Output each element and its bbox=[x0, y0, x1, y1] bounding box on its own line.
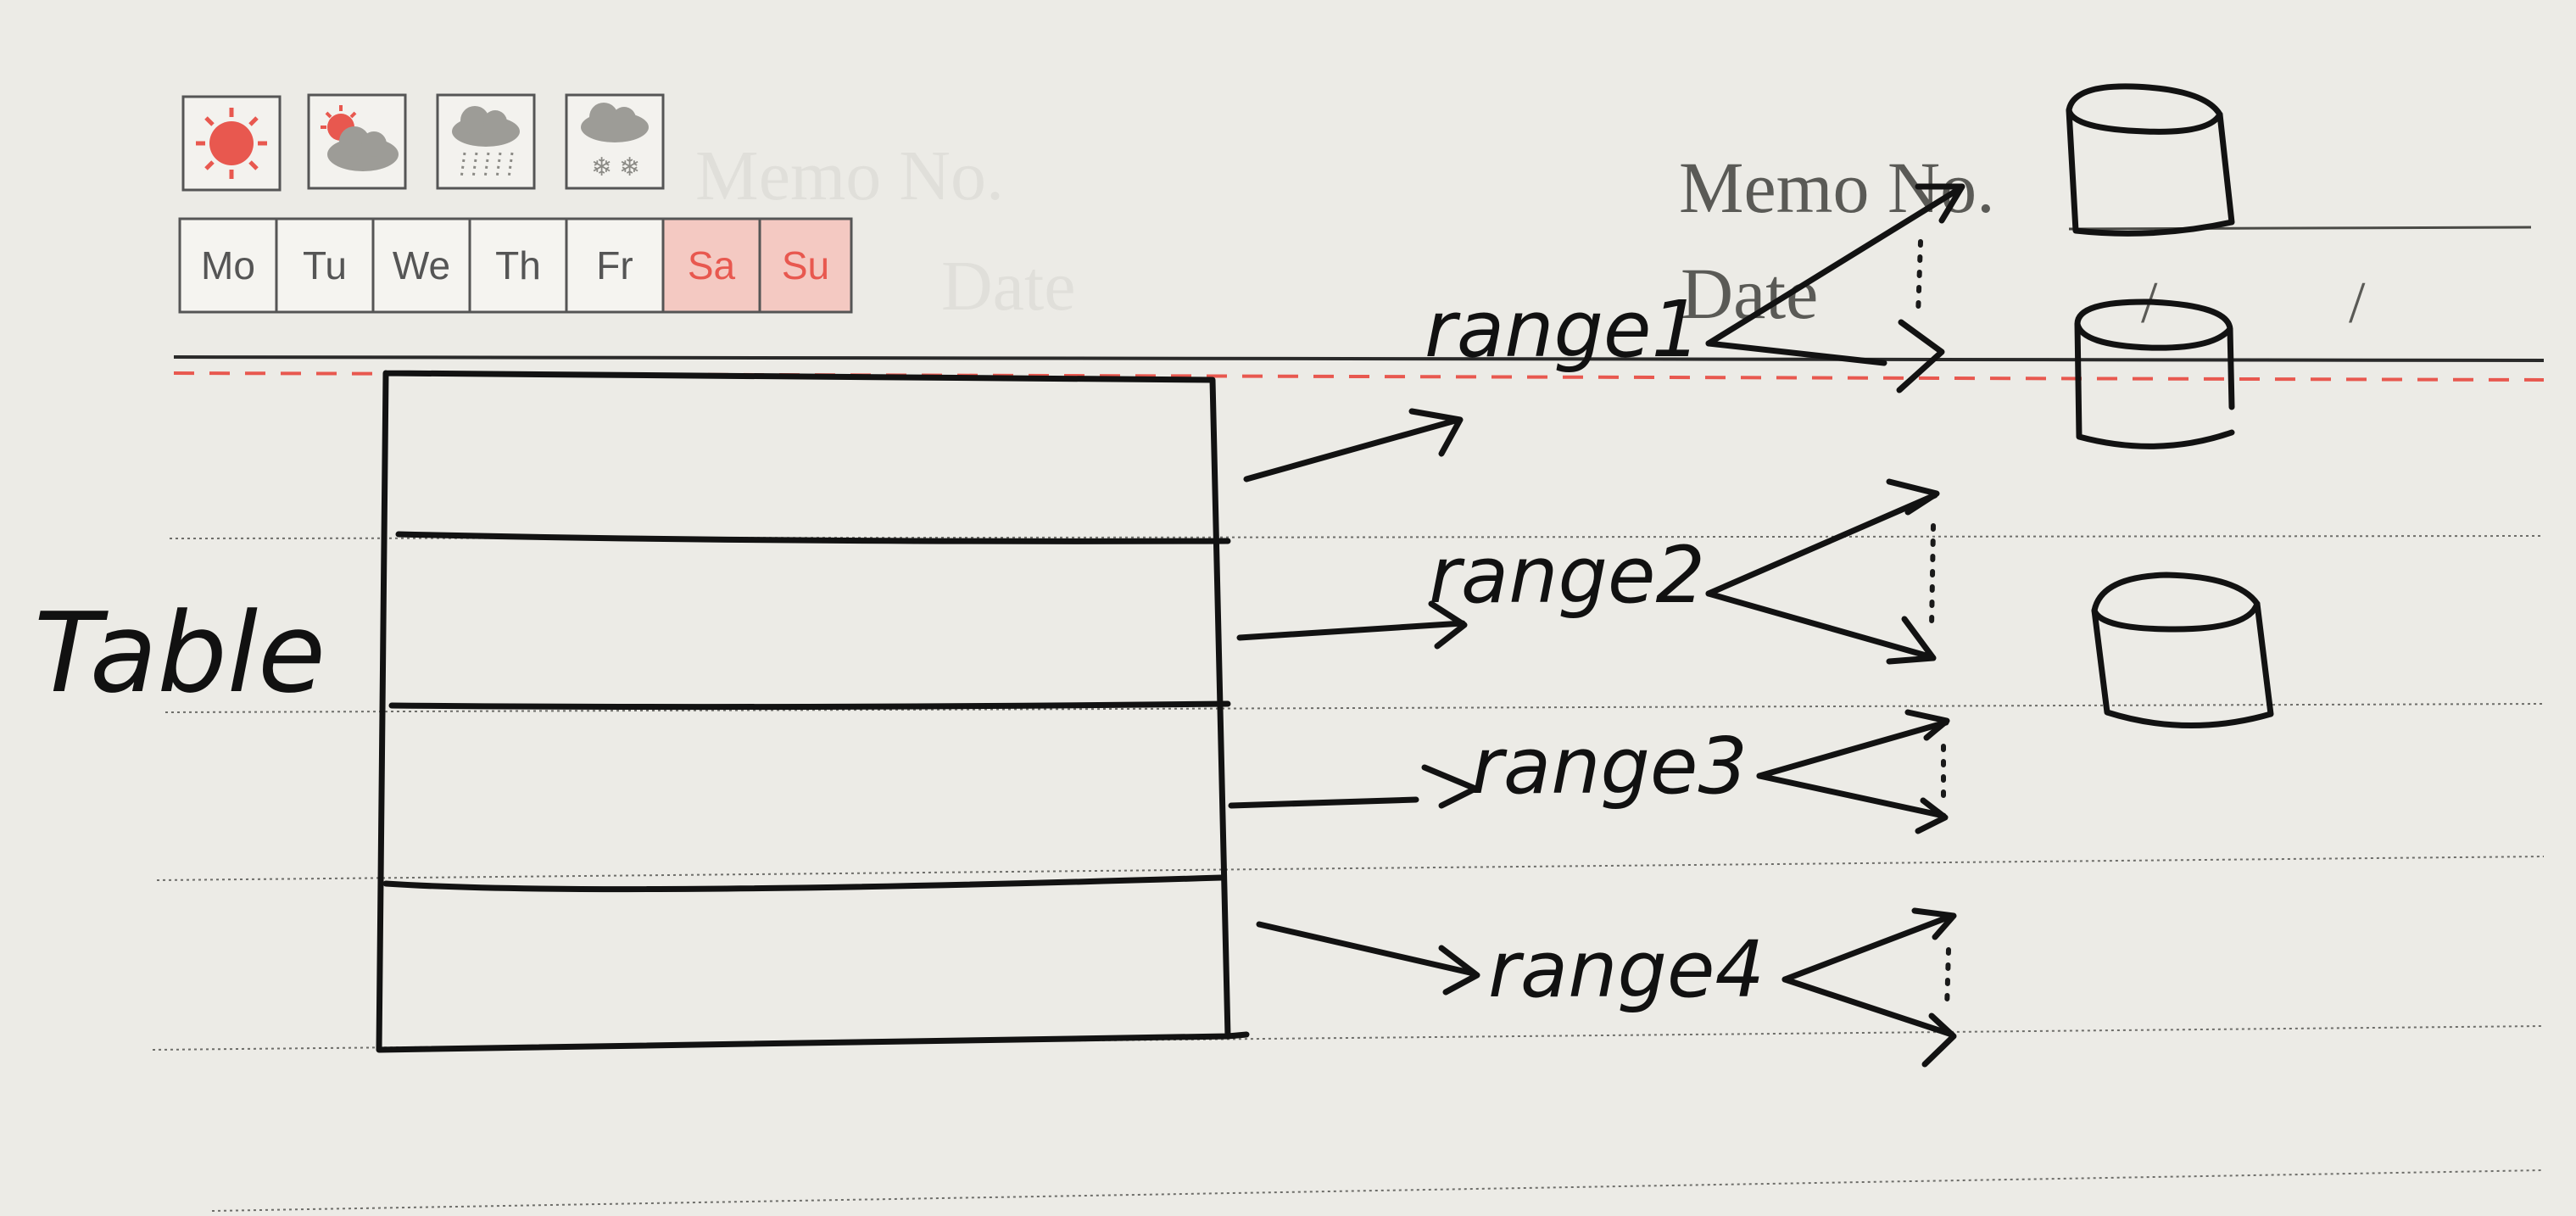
row-arrows bbox=[1228, 408, 1480, 996]
weekday-label: Mo bbox=[201, 243, 255, 287]
weekday-label: Tu bbox=[303, 243, 347, 287]
rain-icon bbox=[436, 93, 536, 190]
weekday-th[interactable]: Th bbox=[468, 217, 568, 314]
weekday-label: Sa bbox=[688, 243, 736, 287]
svg-text:❄: ❄ bbox=[619, 153, 640, 182]
date-label: Date bbox=[1681, 253, 1818, 334]
arrow-to-range2 bbox=[1236, 600, 1468, 650]
snow-icon: ❄ ❄ bbox=[565, 93, 665, 190]
fanout-range3 bbox=[1756, 709, 1950, 834]
arrow-to-range1 bbox=[1243, 408, 1464, 482]
database-icon bbox=[2066, 83, 2235, 237]
range-label-2: range2 bbox=[1429, 530, 1705, 621]
range-label-3: range3 bbox=[1471, 721, 1748, 812]
weather-icons-row: ❄ ❄ bbox=[181, 93, 665, 192]
range-label-1: range1 bbox=[1425, 284, 1701, 375]
table-row-divider bbox=[382, 874, 1224, 893]
weekday-label: Fr bbox=[596, 243, 633, 287]
ruled-line bbox=[164, 703, 2545, 713]
ruled-line bbox=[169, 535, 2545, 539]
ruled-line bbox=[156, 856, 2545, 881]
fanout-range2 bbox=[1705, 478, 1940, 665]
fanout-range4 bbox=[1781, 907, 1957, 1068]
header-rule bbox=[173, 355, 2545, 362]
svg-text:❄: ❄ bbox=[591, 153, 612, 182]
memo-no-underline bbox=[2068, 226, 2532, 231]
database-icon bbox=[2074, 298, 2235, 449]
weekday-fr[interactable]: Fr bbox=[565, 217, 665, 314]
weekday-su[interactable]: Su bbox=[758, 217, 853, 314]
partly-cloudy-icon bbox=[307, 93, 407, 190]
weekday-label: Su bbox=[782, 243, 829, 287]
weekday-label: Th bbox=[495, 243, 541, 287]
weekday-tu[interactable]: Tu bbox=[275, 217, 375, 314]
table-row-divider bbox=[395, 531, 1231, 544]
weekday-row: Mo Tu We Th Fr Sa Su bbox=[178, 217, 853, 314]
date-separator: / bbox=[2349, 271, 2366, 336]
table-row-divider bbox=[388, 700, 1231, 711]
fanout-range1 bbox=[1705, 183, 1965, 393]
show-through-ghost: Memo No. Date bbox=[695, 137, 1076, 326]
database-icon bbox=[2091, 572, 2274, 729]
arrow-to-range4 bbox=[1256, 921, 1480, 996]
svg-text:Date: Date bbox=[941, 247, 1076, 326]
weekday-we[interactable]: We bbox=[371, 217, 471, 314]
table-outline bbox=[376, 370, 1250, 1053]
range-label-4: range4 bbox=[1488, 924, 1765, 1015]
weekday-mo[interactable]: Mo bbox=[178, 217, 278, 314]
weekday-sa[interactable]: Sa bbox=[661, 217, 761, 314]
sunny-icon bbox=[181, 95, 282, 192]
table-drawing bbox=[376, 370, 1250, 1053]
table-label: Table bbox=[34, 588, 326, 717]
arrow-to-range3 bbox=[1228, 764, 1479, 809]
svg-text:Memo No.: Memo No. bbox=[695, 137, 1004, 215]
weekday-label: We bbox=[393, 243, 450, 287]
